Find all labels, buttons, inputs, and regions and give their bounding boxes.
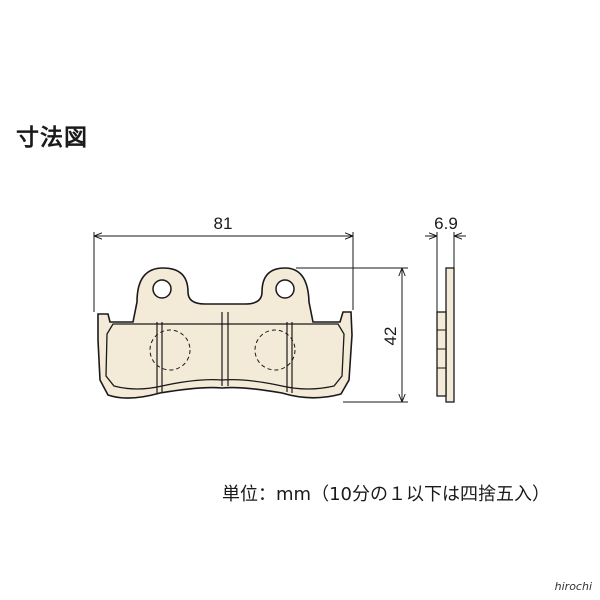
- watermark-credit: hirochi: [554, 580, 592, 593]
- piston-circle-left: [149, 329, 191, 371]
- width-value: 81: [214, 214, 233, 233]
- pad-slots: [156, 312, 293, 393]
- mounting-hole-left: [152, 279, 172, 299]
- width-dimension: [93, 232, 354, 312]
- height-value: 42: [381, 327, 400, 346]
- mounting-hole-right: [275, 279, 295, 299]
- backing-plate-outline: [97, 267, 353, 399]
- side-view-slots: [437, 329, 446, 369]
- page-title: 寸法図: [16, 125, 88, 151]
- piston-circle-right: [254, 329, 296, 371]
- side-view: [436, 267, 455, 403]
- unit-note: 単位：mm（10分の１以下は四捨五入）: [222, 484, 550, 505]
- thickness-value: 6.9: [434, 214, 458, 233]
- thickness-dimension: [425, 232, 466, 312]
- friction-material-outline: [105, 323, 345, 390]
- height-dimension: [296, 267, 408, 403]
